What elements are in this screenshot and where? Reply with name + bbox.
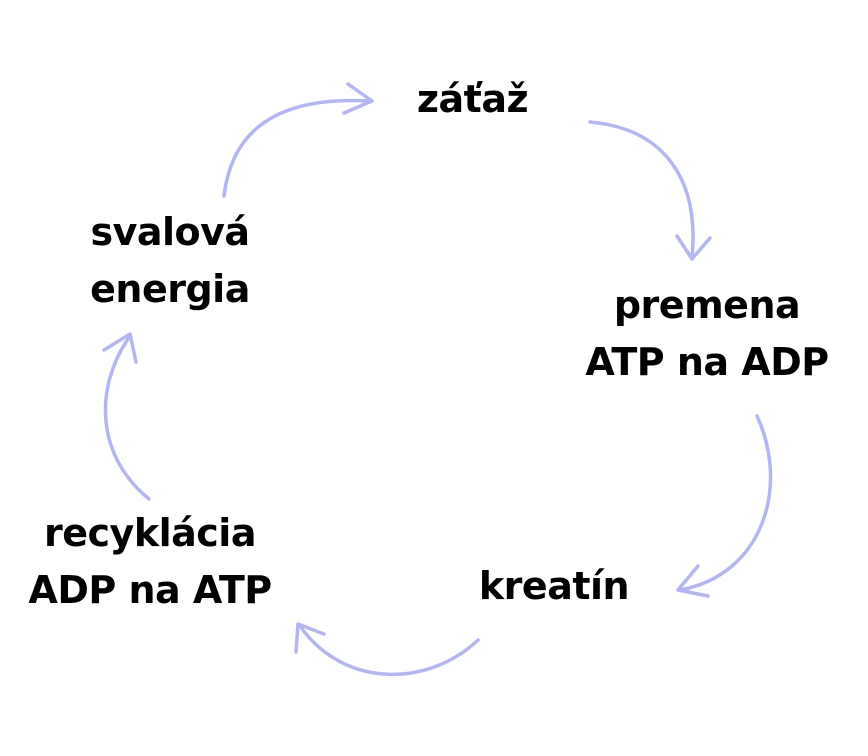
node-atp-to-adp: premena ATP na ADP [568, 277, 846, 391]
arrow-creatine-to-recycling [294, 622, 480, 676]
node-muscle-energy-line-2: energia [90, 267, 250, 311]
arrow-load-to-conversion [588, 120, 712, 261]
arrow-energy-to-load [222, 82, 374, 198]
node-creatine-line-1: kreatín [478, 564, 630, 608]
node-atp-to-adp-line-2: ATP na ADP [585, 340, 829, 384]
node-adp-to-atp: recyklácia ADP na ATP [12, 505, 288, 619]
arrowhead-icon [675, 234, 712, 261]
arrow-recycling-to-energy [102, 332, 151, 501]
arrow-arc [103, 334, 151, 501]
arrowhead-icon [342, 82, 374, 115]
node-creatine: kreatín [465, 558, 643, 615]
arrowhead-icon [294, 622, 326, 654]
arrow-conversion-to-creatine [676, 414, 773, 598]
node-adp-to-atp-line-2: ADP na ATP [28, 568, 272, 612]
node-load-line-1: záťaž [416, 77, 529, 121]
node-muscle-energy-line-1: svalová [90, 210, 250, 254]
arrow-arc [222, 98, 372, 198]
node-adp-to-atp-line-1: recyklácia [44, 511, 256, 555]
node-load: záťaž [405, 71, 540, 128]
node-muscle-energy: svalová energia [70, 204, 270, 318]
arrow-arc [588, 120, 695, 259]
arrow-arc [678, 414, 773, 592]
arrowhead-icon [102, 332, 138, 364]
arrowhead-icon [676, 564, 710, 598]
arrow-arc [298, 624, 480, 676]
node-atp-to-adp-line-1: premena [613, 283, 801, 327]
